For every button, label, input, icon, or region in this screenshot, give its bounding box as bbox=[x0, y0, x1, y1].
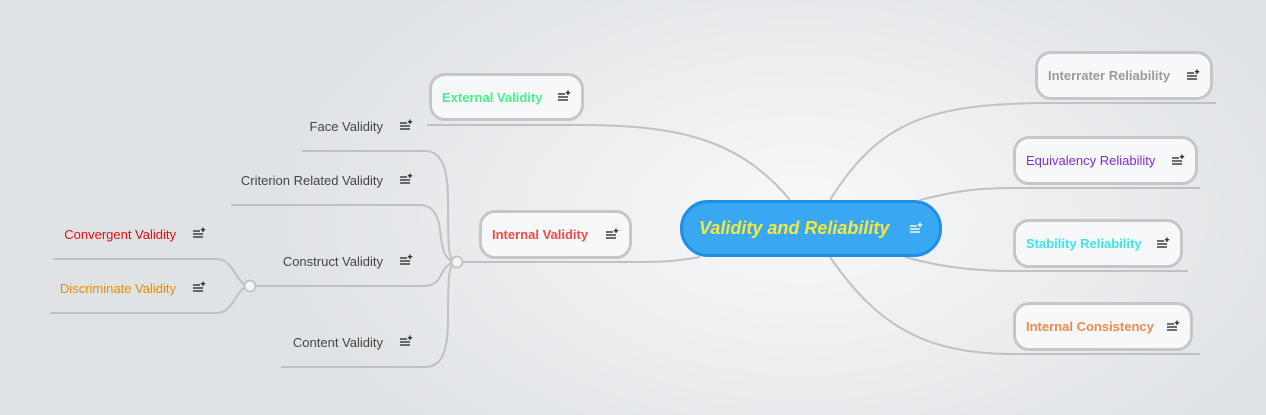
notes-add-icon[interactable] bbox=[557, 90, 571, 104]
notes-add-icon[interactable] bbox=[399, 173, 413, 187]
notes-add-icon[interactable] bbox=[1171, 154, 1185, 168]
internal-branch-hub bbox=[450, 255, 464, 269]
notes-add-icon[interactable] bbox=[399, 119, 413, 133]
topic-internal-validity[interactable]: Internal Validity bbox=[479, 210, 632, 259]
notes-add-icon[interactable] bbox=[399, 335, 413, 349]
subtopic-label: Face Validity bbox=[309, 118, 383, 134]
subtopic-label: Discriminate Validity bbox=[59, 280, 176, 296]
construct-branch-hub bbox=[243, 279, 257, 293]
topic-external-validity[interactable]: External Validity bbox=[429, 73, 584, 121]
subtopic-criterion-related-validity[interactable]: Criterion Related Validity bbox=[241, 171, 413, 189]
subtopic-face-validity[interactable]: Face Validity bbox=[310, 117, 413, 135]
notes-add-icon[interactable] bbox=[192, 227, 206, 241]
topic-label: Equivalency Reliability bbox=[1026, 153, 1156, 168]
subtopic-label: Convergent Validity bbox=[64, 226, 176, 242]
subtopic-content-validity[interactable]: Content Validity bbox=[293, 333, 413, 351]
notes-add-icon[interactable] bbox=[399, 254, 413, 268]
topic-label: Interrater Reliability bbox=[1048, 68, 1171, 83]
subtopic-discriminate-validity[interactable]: Discriminate Validity bbox=[60, 279, 206, 297]
notes-add-icon[interactable] bbox=[192, 281, 206, 295]
notes-add-icon[interactable] bbox=[1186, 69, 1200, 83]
notes-add-icon[interactable] bbox=[1166, 320, 1180, 334]
topic-equivalency-reliability[interactable]: Equivalency Reliability bbox=[1013, 136, 1198, 185]
subtopic-label: Content Validity bbox=[292, 334, 383, 350]
subtopic-label: Criterion Related Validity bbox=[240, 172, 383, 188]
topic-interrater-reliability[interactable]: Interrater Reliability bbox=[1035, 51, 1213, 100]
central-topic[interactable]: Validity and Reliability bbox=[680, 200, 942, 257]
subtopic-construct-validity[interactable]: Construct Validity bbox=[283, 252, 413, 270]
topic-label: External Validity bbox=[442, 89, 543, 105]
topic-stability-reliability[interactable]: Stability Reliability bbox=[1013, 219, 1183, 268]
central-topic-label: Validity and Reliability bbox=[699, 218, 890, 238]
topic-label: Stability Reliability bbox=[1026, 236, 1142, 251]
topic-label: Internal Consistency bbox=[1026, 319, 1154, 334]
subtopic-convergent-validity[interactable]: Convergent Validity bbox=[64, 225, 206, 243]
topic-label: Internal Validity bbox=[492, 227, 589, 242]
notes-add-icon[interactable] bbox=[909, 222, 923, 236]
notes-add-icon[interactable] bbox=[605, 228, 619, 242]
topic-internal-consistency[interactable]: Internal Consistency bbox=[1013, 302, 1193, 351]
notes-add-icon[interactable] bbox=[1156, 237, 1170, 251]
subtopic-label: Construct Validity bbox=[282, 253, 383, 269]
